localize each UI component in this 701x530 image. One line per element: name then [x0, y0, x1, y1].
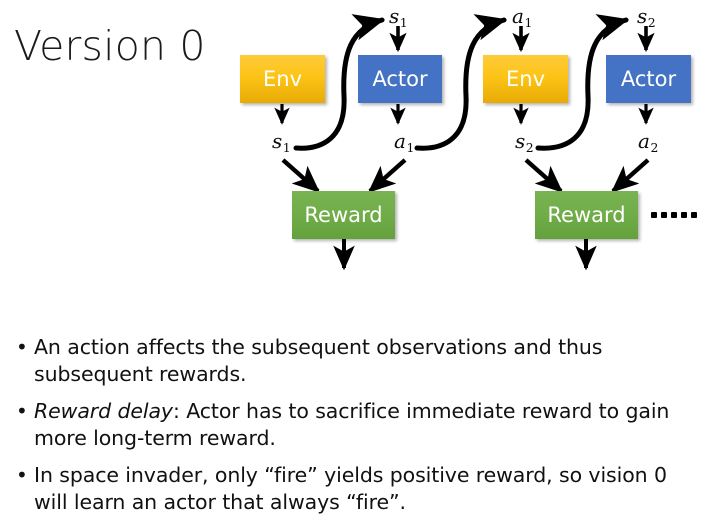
node-reward-1[interactable]: Reward [292, 191, 395, 239]
arrow-s1-to-reward1 [281, 158, 320, 193]
rl-sequence-diagram: s1 a1 s2 Env Actor Env Actor s1 a1 s2 a2… [240, 4, 701, 271]
bullet-text-1: An action affects the subsequent observa… [34, 335, 603, 386]
node-env-1-label: Env [262, 66, 302, 91]
arrow-s2-to-reward2 [524, 158, 563, 193]
arrow-a2-to-reward2 [611, 158, 650, 193]
node-env-1[interactable]: Env [240, 55, 325, 103]
page-title: Version 0 [14, 22, 206, 70]
node-reward-2[interactable]: Reward [535, 191, 638, 239]
arrow-a1-to-reward1 [368, 158, 407, 193]
node-actor-1[interactable]: Actor [358, 55, 442, 103]
label-a1-bottom: a1 [394, 129, 415, 155]
bullet-marker: • [16, 463, 28, 487]
label-s2-bottom: s2 [515, 129, 534, 155]
bullet-text-2-emphasis: Reward delay [34, 399, 173, 423]
arrow-a1-bottom-to-a1-top [414, 14, 507, 151]
bullet-marker: • [16, 399, 28, 423]
continuation-ellipsis [651, 212, 701, 218]
bullet-marker: • [16, 335, 28, 359]
node-actor-2[interactable]: Actor [606, 55, 691, 103]
list-item: • Reward delay: Actor has to sacrifice i… [16, 398, 686, 452]
label-s2-top: s2 [637, 4, 656, 30]
label-a2-bottom: a2 [638, 129, 659, 155]
node-reward-1-label: Reward [304, 202, 383, 227]
node-env-2-label: Env [505, 66, 545, 91]
node-env-2[interactable]: Env [483, 55, 568, 103]
label-a1-top: a1 [512, 4, 533, 30]
diagram-arrows-layer [274, 14, 655, 271]
bullet-text-2: Reward delay: Actor has to sacrifice imm… [34, 399, 670, 450]
list-item: • An action affects the subsequent obser… [16, 334, 686, 388]
arrow-s1-bottom-to-s1-top [293, 14, 385, 151]
label-s1-top: s1 [389, 4, 408, 30]
node-reward-2-label: Reward [547, 202, 626, 227]
label-s1-bottom: s1 [272, 129, 291, 155]
node-actor-1-label: Actor [372, 66, 428, 91]
bullet-list: • An action affects the subsequent obser… [16, 334, 686, 526]
arrow-s2-bottom-to-s2-top [535, 14, 629, 151]
bullet-text-3: In space invader, only “fire” yields pos… [34, 463, 667, 514]
list-item: • In space invader, only “fire” yields p… [16, 462, 686, 516]
node-actor-2-label: Actor [620, 66, 677, 91]
